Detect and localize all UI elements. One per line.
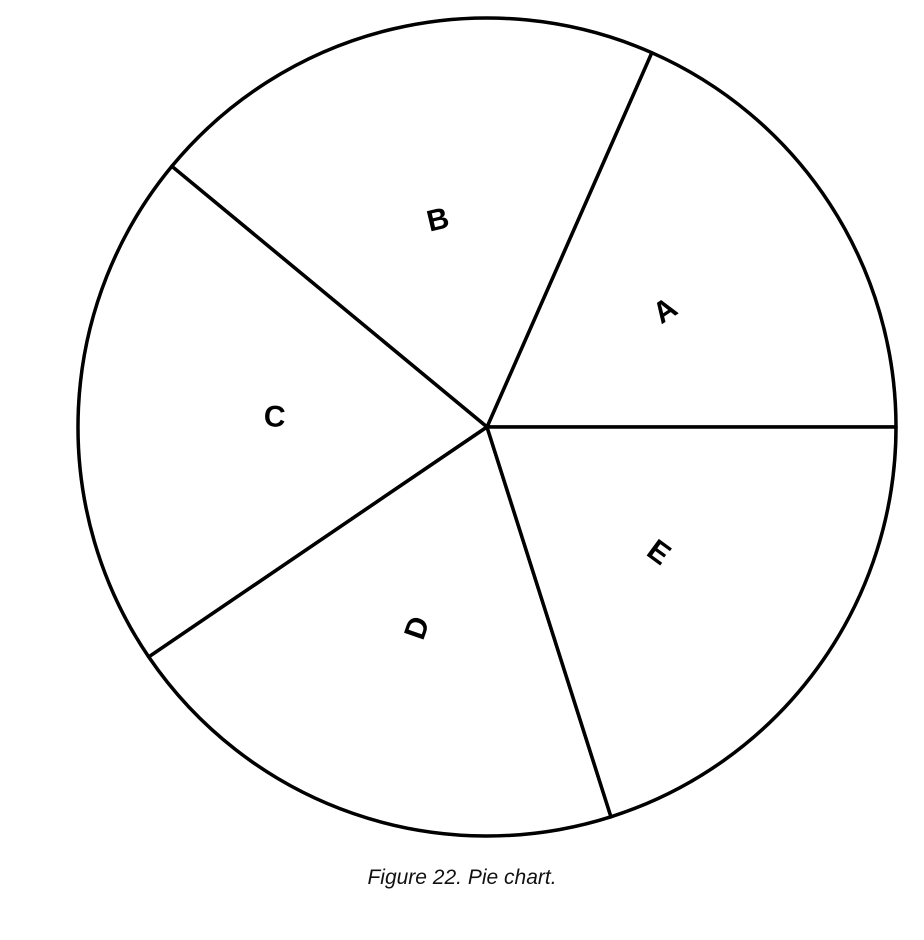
pie-slices [76,16,898,838]
pie-slice-a [485,50,898,429]
slice-label-c: C [263,400,286,434]
pie-slice-e [485,425,898,819]
pie-slice-d [146,425,613,838]
figure-caption: Figure 22. Pie chart. [367,866,557,889]
pie-slice-b [170,16,654,429]
pie-slice-c [76,164,489,659]
